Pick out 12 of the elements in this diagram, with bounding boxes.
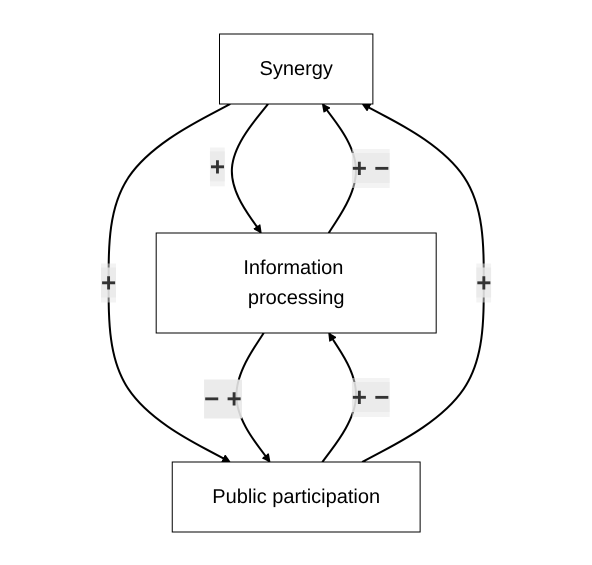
edge-label: +: [100, 267, 116, 297]
edge-label: +: [476, 267, 492, 297]
edge-label: − +: [204, 382, 242, 413]
edge-label: +: [210, 150, 225, 181]
edge-label: + −: [352, 382, 390, 412]
arrow: [107, 102, 230, 462]
edge-label: + −: [352, 152, 390, 182]
node-box: Information processing: [156, 232, 436, 333]
arrow: [362, 103, 485, 462]
arrow: [230, 102, 269, 233]
node-box: Synergy: [218, 33, 374, 104]
node-box: Public participation: [172, 461, 420, 532]
